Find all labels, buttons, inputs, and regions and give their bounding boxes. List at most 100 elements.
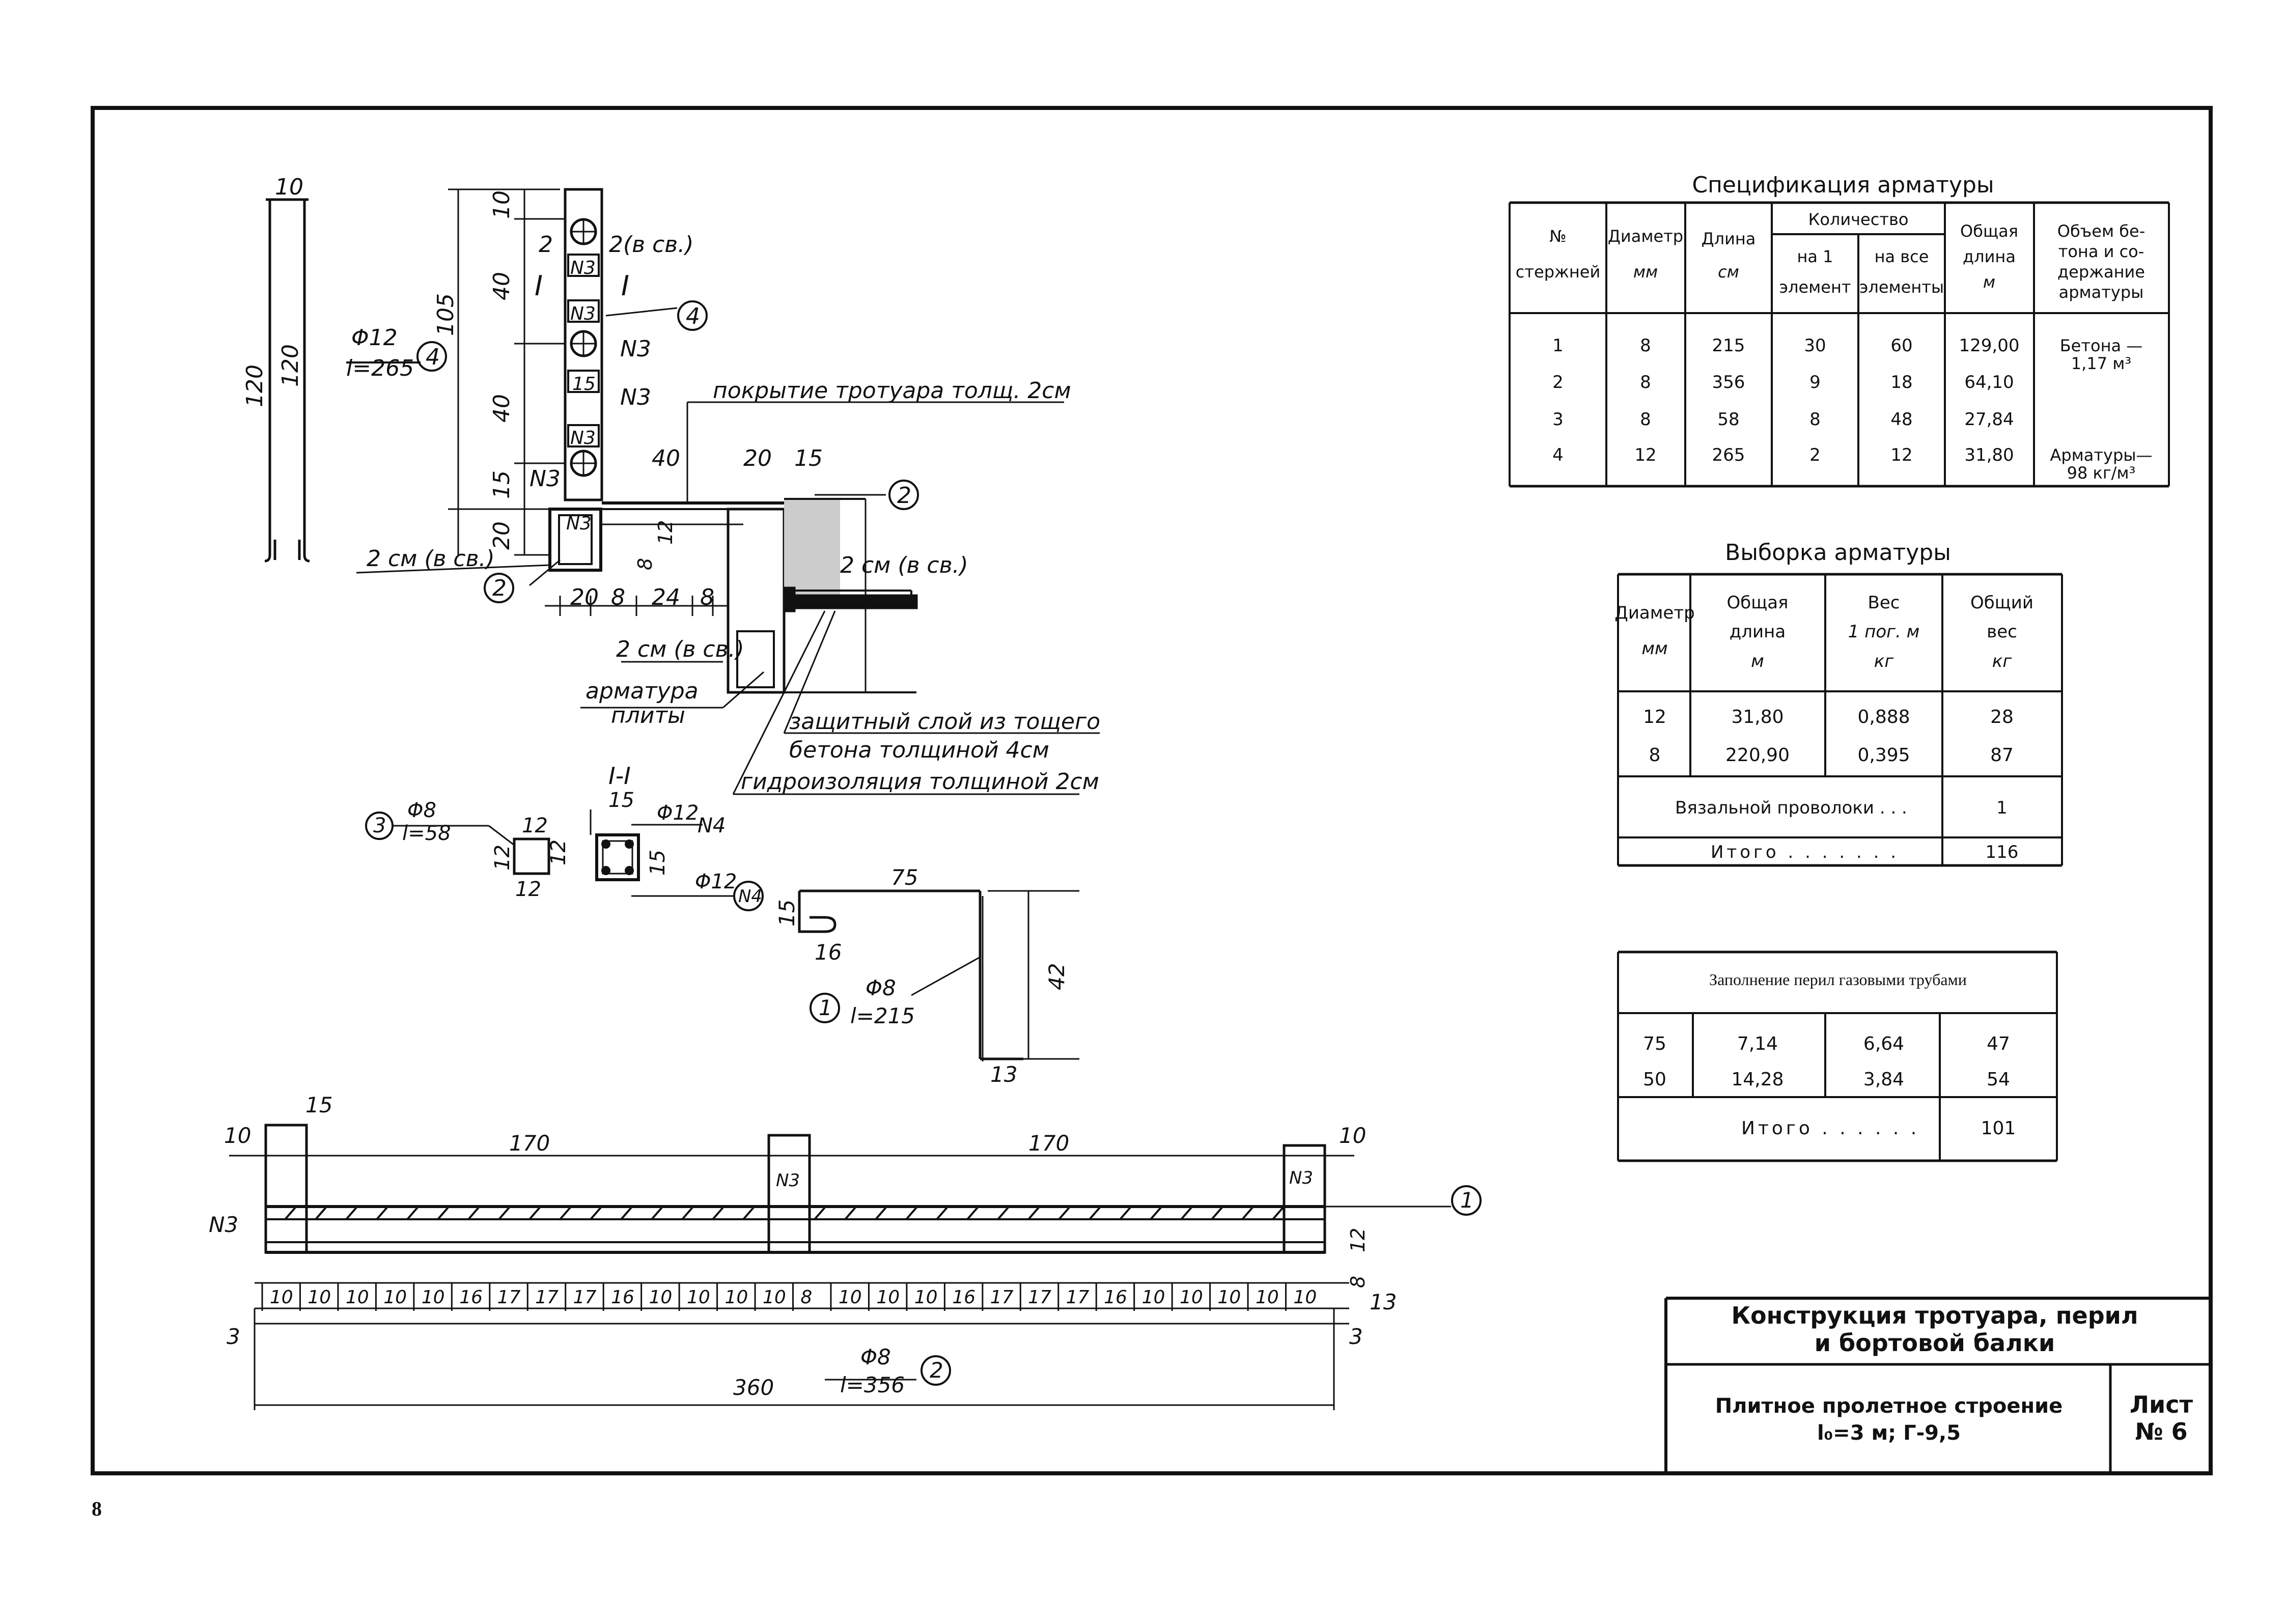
spacing-label: 10 <box>763 1287 786 1308</box>
pipes-cell: 54 <box>1987 1069 2010 1090</box>
spacing-label: 10 <box>422 1287 445 1308</box>
bar4-detail <box>264 198 447 563</box>
sel-hdr-len-2: длина <box>1730 622 1786 642</box>
spacing-label: 17 <box>497 1287 521 1308</box>
spacing-label: 10 <box>1142 1287 1165 1308</box>
elev-mark-1: 1 <box>1460 1188 1474 1213</box>
section-dim-40a: 40 <box>489 272 515 300</box>
spec-hdr-qty: Количество <box>1808 210 1909 229</box>
post-slot-15: 15 <box>572 374 596 395</box>
spec-hdr-len-2: см <box>1718 262 1739 282</box>
elev-n3-right: N3 <box>1289 1168 1313 1188</box>
protective-layer-label-2: бетона толщиной 4см <box>789 737 1049 763</box>
spec-cell: 27,84 <box>1964 409 2014 430</box>
spec-cell: 30 <box>1804 335 1826 356</box>
bar1-dim-42: 42 <box>1044 963 1069 990</box>
section-two-cb: 2(в св.) <box>609 232 693 258</box>
spec-hdr-diam-2: мм <box>1633 262 1658 282</box>
subtitle-line-2: l₀=3 м; Г-9,5 <box>1817 1421 1961 1445</box>
sel-hdr-diam-2: мм <box>1641 638 1667 659</box>
spec-cell: 58 <box>1717 409 1739 430</box>
section-n3-b: N3 <box>620 384 651 410</box>
spec-table-title: Спецификация арматуры <box>1692 172 1994 198</box>
spec-cell: 8 <box>1640 409 1651 430</box>
bar3-detail <box>365 811 550 875</box>
pipes-cell: 7,14 <box>1737 1033 1778 1054</box>
waterproofing-label: гидроизоляция толщиной 2см <box>741 769 1099 795</box>
selection-table: Выборка арматуры Диаметр мм Общая длина … <box>1614 540 2063 867</box>
spacing-label: 17 <box>573 1287 597 1308</box>
sheet-label: Лист <box>2130 1391 2193 1418</box>
spec-cell: 4 <box>1552 445 1564 465</box>
elev-mark-2: 2 <box>930 1358 943 1383</box>
sidewalk-cover-label: покрытие тротуара толщ. 2см <box>713 378 1071 404</box>
bar1-mark: 1 <box>819 995 832 1020</box>
section-two-cm-bottom: 2 см (в св.) <box>616 636 744 662</box>
pipes-cell: 3,84 <box>1863 1069 1904 1090</box>
spacing-label: 10 <box>383 1287 407 1308</box>
sel-hdr-len-1: Общая <box>1726 593 1788 613</box>
section-I-I-dim-15a: 15 <box>608 789 634 812</box>
section-dim-15: 15 <box>489 470 515 499</box>
page-number: 8 <box>92 1497 102 1520</box>
bar3-dim-top: 12 <box>522 814 548 837</box>
spacing-label: 10 <box>308 1287 331 1308</box>
section-mark-I-left: I <box>535 270 543 302</box>
spacing-label: 16 <box>952 1287 976 1308</box>
spec-cell: 2 <box>1809 445 1821 465</box>
spacing-label: 10 <box>270 1287 293 1308</box>
spec-hdr-diam-1: Диаметр <box>1608 227 1683 246</box>
spec-cell: 64,10 <box>1964 372 2014 393</box>
spec-cell: 60 <box>1890 335 1912 356</box>
spec-hdr-per-2: элемент <box>1779 277 1851 297</box>
spacing-label: 10 <box>1293 1287 1317 1308</box>
section-mark-2-right: 2 <box>897 483 911 509</box>
plate-rebar-label-2: плиты <box>611 703 685 729</box>
elev-dim-170-b: 170 <box>1028 1131 1069 1156</box>
bar1-dim-15: 15 <box>774 900 799 927</box>
spacing-label: 16 <box>1104 1287 1127 1308</box>
section-dim-bottom-20: 20 <box>570 584 599 610</box>
spec-hdr-vol-4: арматуры <box>2059 283 2144 302</box>
spec-hdr-tot-2: длина <box>1963 247 2016 266</box>
section-I-I-n4: N4 <box>698 814 726 837</box>
section-I-I-mark-n4: N4 <box>738 886 762 907</box>
bar3-dim-right: 12 <box>547 839 570 865</box>
sel-hdr-len-3: м <box>1751 651 1764 671</box>
title-line-2: и бортовой балки <box>1815 1329 2055 1357</box>
spec-rebar-2: 98 кг/м³ <box>2067 463 2136 483</box>
spacing-label: 10 <box>914 1287 938 1308</box>
selection-cell: 220,90 <box>1725 745 1790 766</box>
elev-dim-12: 12 <box>1347 1228 1369 1252</box>
section-dim-bottom-8a: 8 <box>611 584 625 610</box>
spec-hdr-all-2: элементы <box>1859 277 1944 297</box>
sel-hdr-w-1: Вес <box>1868 593 1900 613</box>
post-slot-n3-3: N3 <box>570 428 596 449</box>
bar4-length: l=265 <box>346 355 414 381</box>
section-mark-I-right: I <box>621 270 629 302</box>
protective-layer-label-1: защитный слой из тощего <box>789 709 1100 735</box>
sel-hdr-w-3: кг <box>1874 651 1894 671</box>
spec-cell: 12 <box>1890 445 1912 465</box>
spec-hdr-per-1: на 1 <box>1797 247 1833 266</box>
pipes-cell: 14,28 <box>1731 1069 1784 1090</box>
spacing-label: 16 <box>459 1287 483 1308</box>
elev-dim-13: 13 <box>1370 1290 1397 1314</box>
spec-hdr-num-2: стержней <box>1516 262 1600 282</box>
spec-hdr-vol-2: тона и со- <box>2058 242 2144 261</box>
selection-cell: 0,395 <box>1857 745 1910 766</box>
sel-total-label: Итого . . . . . . . <box>1711 842 1899 862</box>
spec-cell: 12 <box>1634 445 1656 465</box>
bar3-length: l=58 <box>402 822 451 845</box>
spec-cell: 8 <box>1640 372 1651 393</box>
bar4-right-dim: 120 <box>277 344 303 387</box>
bar3-dim-bottom: 12 <box>515 878 541 901</box>
pipes-total-label: Итого . . . . . . <box>1741 1118 1919 1139</box>
elev-dim-8: 8 <box>1347 1276 1369 1288</box>
spec-hdr-vol-1: Объем бе- <box>2057 221 2145 241</box>
spacing-label: 16 <box>611 1287 634 1308</box>
post-slot-n3-2: N3 <box>570 303 596 324</box>
